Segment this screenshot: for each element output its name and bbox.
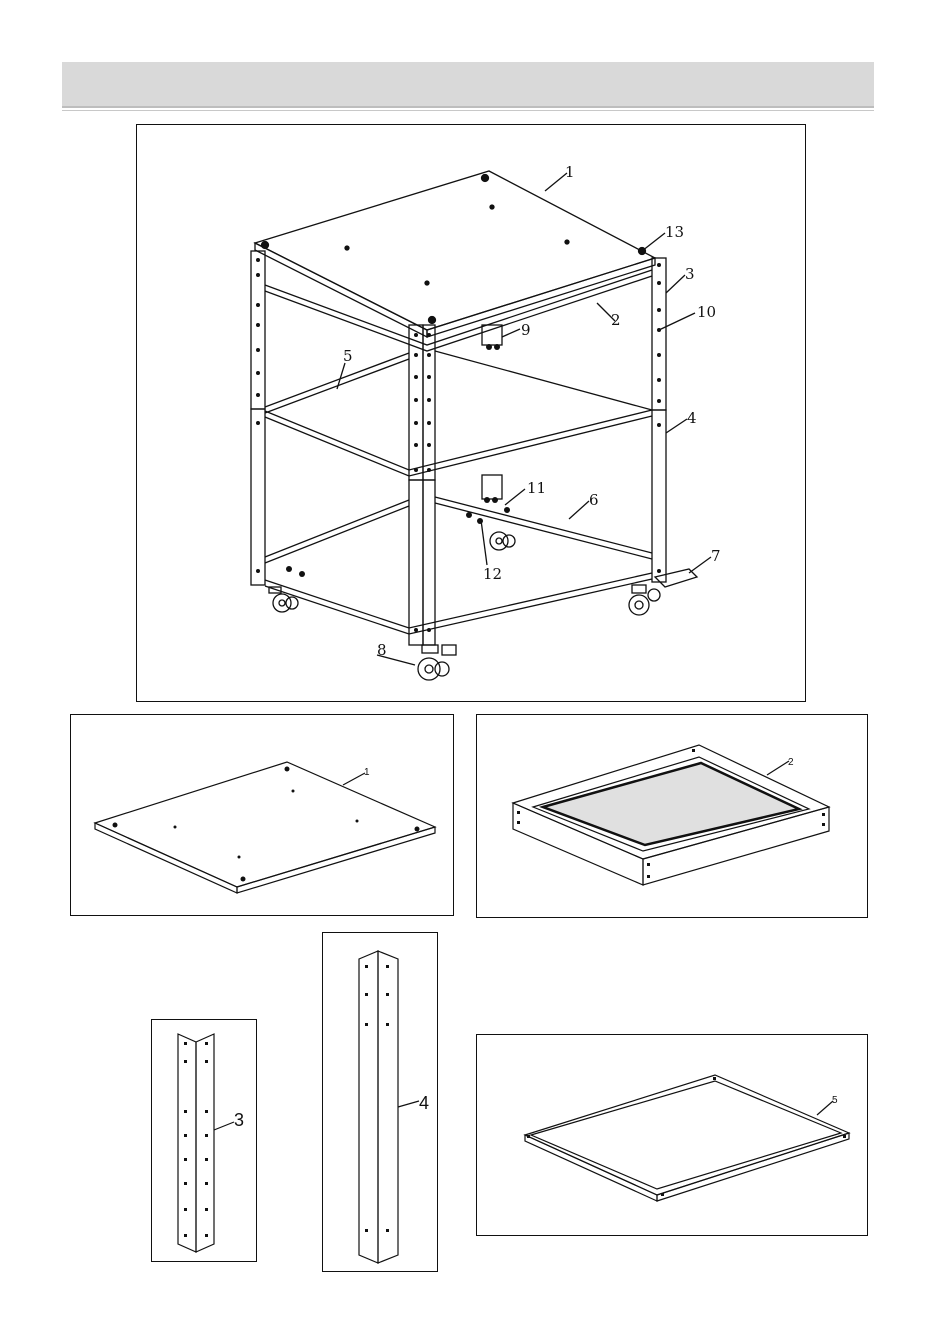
upper-frame-drawing: 2 [477, 715, 869, 919]
callout-3: 3 [685, 265, 695, 283]
upper-leg-drawing: 3 [152, 1020, 258, 1263]
assembled-cart-drawing: 1 2 3 4 5 6 7 8 9 10 11 12 13 [137, 125, 807, 703]
part-3-label: 3 [234, 1110, 244, 1130]
lower-leg-drawing: 4 [323, 933, 439, 1273]
callout-12: 12 [483, 565, 502, 583]
callout-6: 6 [589, 491, 599, 509]
callout-2: 2 [611, 311, 621, 329]
callout-11: 11 [527, 479, 546, 497]
part-top-panel: 1 [70, 714, 454, 916]
part-4-label: 4 [419, 1093, 429, 1113]
callout-5: 5 [343, 347, 353, 365]
part-upper-frame: 2 [476, 714, 868, 918]
callout-8: 8 [377, 641, 387, 659]
part-1-label: 1 [364, 767, 370, 778]
callout-10: 10 [697, 303, 716, 321]
callout-9: 9 [521, 321, 531, 339]
assembled-cart-diagram: 1 2 3 4 5 6 7 8 9 10 11 12 13 [136, 124, 806, 702]
shelf-frame-drawing: 5 [477, 1035, 869, 1237]
part-5-label: 5 [832, 1095, 838, 1106]
callout-13: 13 [665, 223, 684, 241]
part-lower-leg: 4 [322, 932, 438, 1272]
part-upper-leg: 3 [151, 1019, 257, 1262]
section-header-bar [62, 62, 874, 108]
callout-1: 1 [565, 163, 575, 181]
callout-4: 4 [687, 409, 697, 427]
callout-7: 7 [711, 547, 721, 565]
part-shelf-frame: 5 [476, 1034, 868, 1236]
header-divider [62, 110, 874, 111]
top-panel-drawing: 1 [71, 715, 455, 917]
part-2-label: 2 [788, 757, 794, 768]
